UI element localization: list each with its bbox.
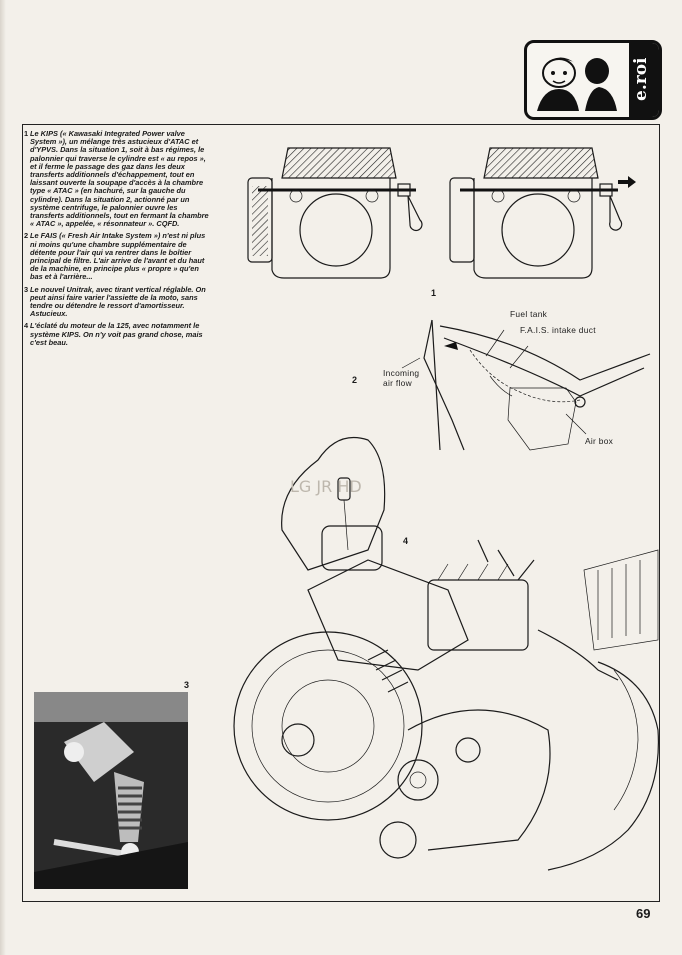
figure-2-label: 2 [352,375,358,385]
logo-band [629,43,659,117]
page-number: 69 [636,906,651,921]
caption-number: 4 [24,321,29,331]
magazine-logo: e.roi [524,40,662,120]
logo-text: e.roi [631,57,651,101]
fais-diagram [401,319,651,451]
cartoon-figures-logo-icon [537,57,617,111]
callout-air-box: Air box [585,436,614,446]
engine-exploded-drawing: LG JR HD [233,436,660,871]
figure-1-label: 1 [431,288,437,298]
callout-fuel-tank: Fuel tank [510,309,548,319]
unitrak-suspension-image [34,692,188,889]
callout-fais-duct: F.A.I.S. intake duct [520,325,596,335]
kips-situation-1 [247,147,423,279]
kips-situation-2 [449,147,636,279]
caption-4: 4 L'éclaté du moteur de la 125, avec not… [24,322,210,347]
caption-1: 1 Le KIPS (« Kawasaki Integrated Power v… [24,129,210,229]
callout-incoming-air-2: air flow [383,378,412,388]
caption-2: 2 Le FAIS (« Fresh Air Intake System ») … [24,232,210,281]
figure-4-label: 4 [403,536,409,546]
kips-valve-diagram [247,147,636,279]
arrow-right-icon [618,176,636,188]
caption-text: Le nouvel Unitrak, avec tirant vertical … [30,284,206,319]
arrow-icon [444,342,458,350]
caption-text: Le KIPS (« Kawasaki Integrated Power val… [30,129,209,229]
caption-number: 1 [24,129,29,138]
caption-number: 2 [24,231,29,241]
caption-number: 3 [24,284,29,294]
caption-text: Le FAIS (« Fresh Air Intake System ») n'… [30,231,206,282]
callout-incoming-air-1: Incoming [383,368,420,378]
figure-3-label: 3 [184,680,190,690]
content-frame [22,124,660,902]
unitrak-photo [34,692,188,889]
caption-text: L'éclaté du moteur de la 125, avec notam… [30,321,203,347]
watermark-text: LG JR HD [290,477,362,496]
captions-column: 1 Le KIPS (« Kawasaki Integrated Power v… [24,129,210,351]
caption-3: 3 Le nouvel Unitrak, avec tirant vertica… [24,284,210,319]
page-edge [0,0,6,955]
